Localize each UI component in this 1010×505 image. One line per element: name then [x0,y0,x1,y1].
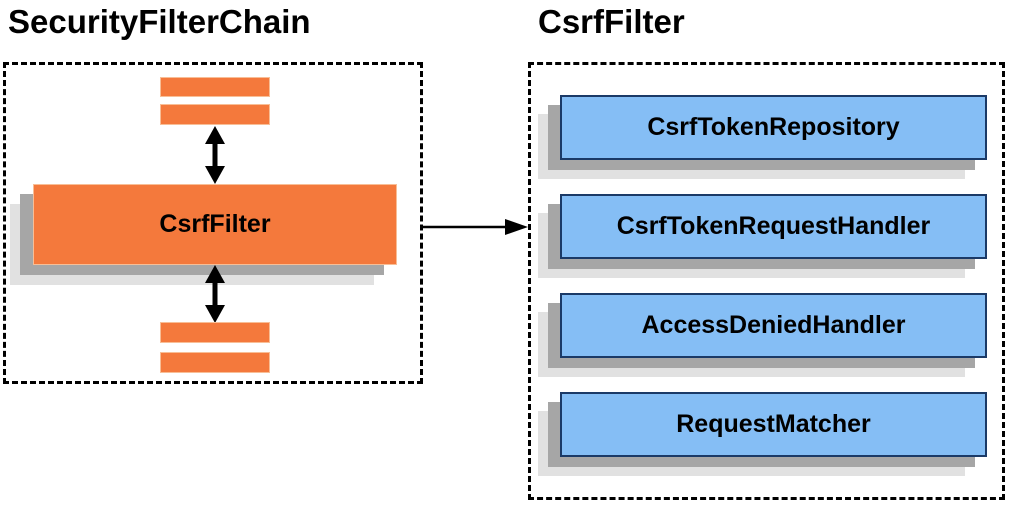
component-label: AccessDeniedHandler [641,311,906,339]
filter-placeholder-bar [160,77,270,97]
component-csrf-token-repository: CsrfTokenRepository [560,95,987,160]
csrf-filter-node-label: CsrfFilter [159,210,271,238]
filter-placeholder-bar [160,352,270,373]
component-csrf-token-request-handler: CsrfTokenRequestHandler [560,194,987,259]
component-label: RequestMatcher [676,410,871,438]
double-arrow-icon [205,265,225,323]
csrf-filter-node: CsrfFilter [33,184,397,265]
csrf-filter-container [528,62,1005,500]
filter-placeholder-bar [160,322,270,343]
arrow-right-icon [423,219,528,235]
component-label: CsrfTokenRepository [647,113,900,141]
csrf-filter-title: CsrfFilter [538,3,685,40]
security-filter-chain-container [3,62,423,384]
filter-placeholder-bar [160,104,270,125]
component-request-matcher: RequestMatcher [560,392,987,457]
double-arrow-icon [205,126,225,184]
component-access-denied-handler: AccessDeniedHandler [560,293,987,358]
component-label: CsrfTokenRequestHandler [616,212,931,240]
security-filter-chain-title: SecurityFilterChain [8,3,311,40]
